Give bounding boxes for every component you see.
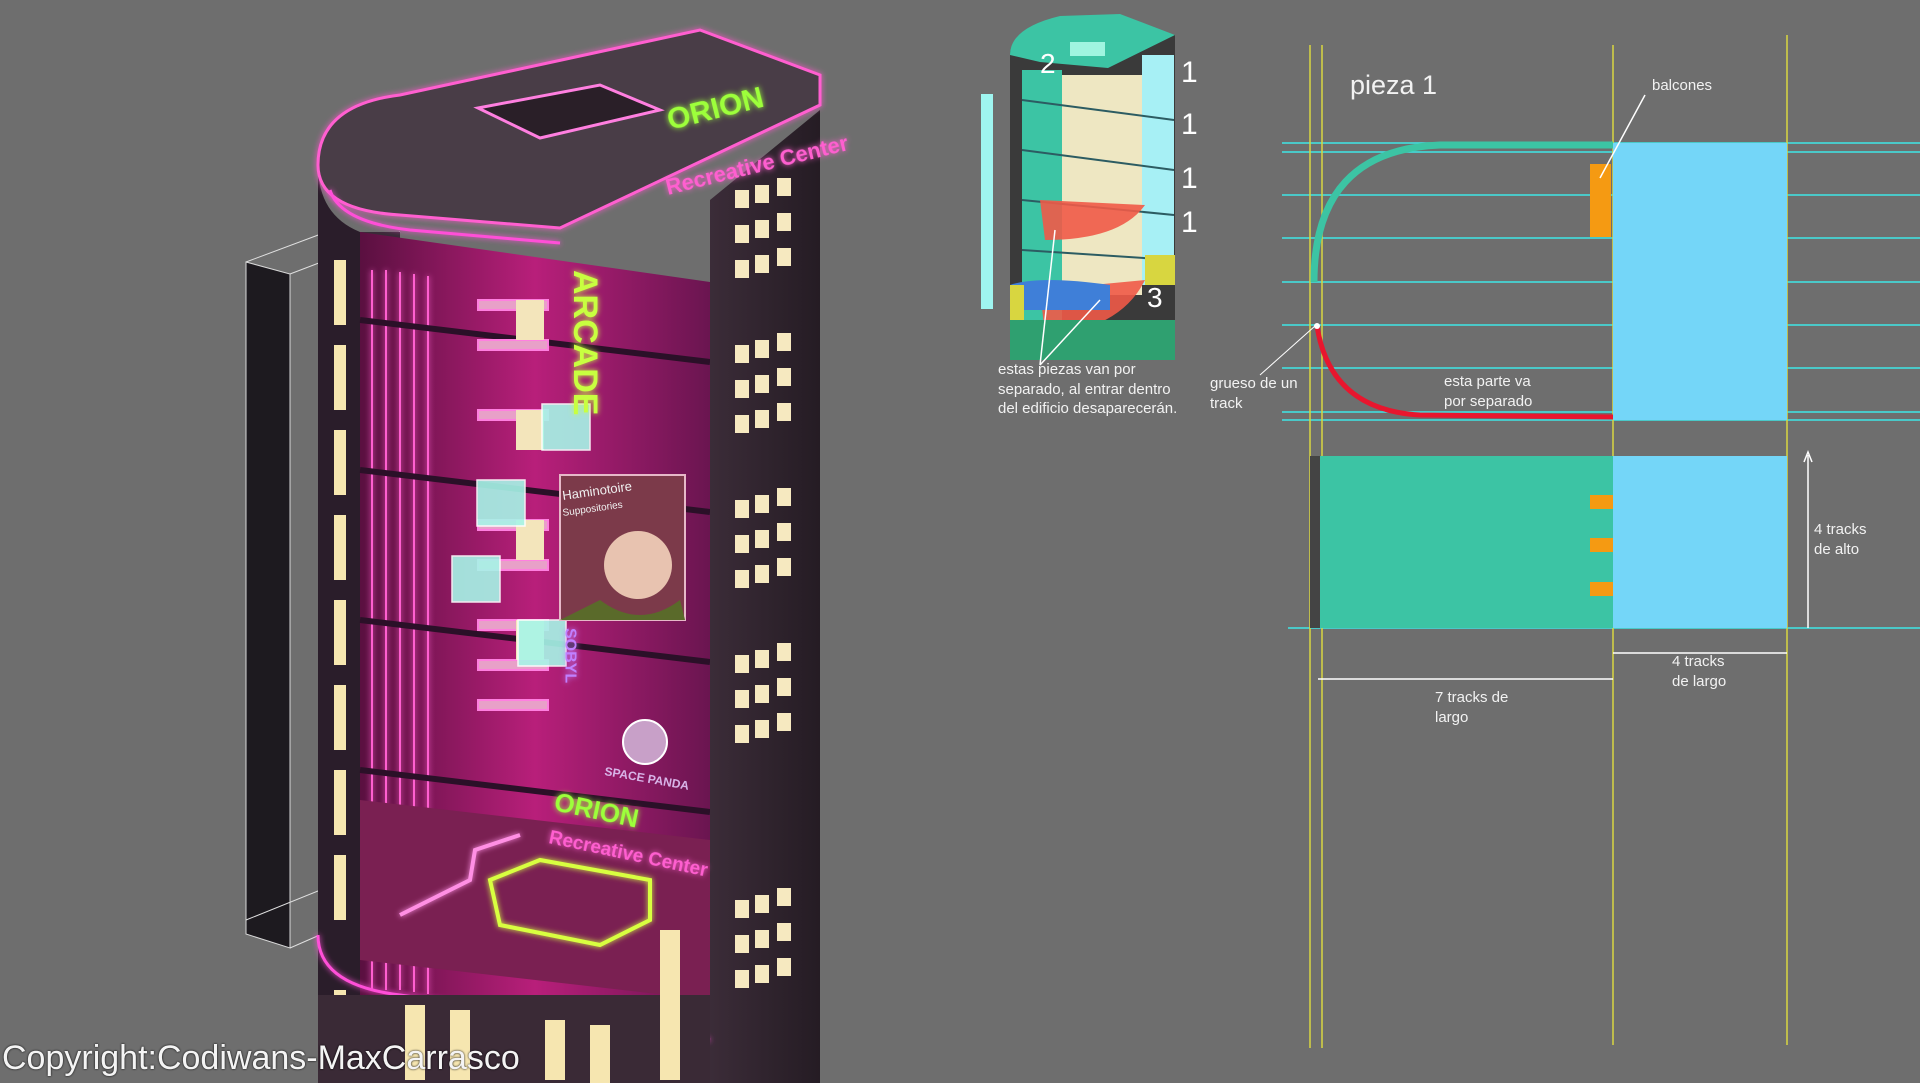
right-width-line: de largo — [1672, 672, 1727, 690]
pieces-base — [1010, 320, 1175, 360]
sign-arcade: ARCADE — [566, 270, 604, 415]
balconies-label: balcones — [1652, 77, 1713, 94]
separate-part-line: por separado — [1444, 392, 1533, 410]
thickness-label: grueso de un track — [1210, 374, 1298, 413]
piece-number-1a: 1 — [1181, 56, 1198, 89]
left-width-line: 7 tracks de — [1435, 689, 1509, 706]
pieces-yellow-segment — [1145, 255, 1175, 285]
height-label-line: de alto — [1814, 540, 1860, 558]
thickness-label-line: track — [1210, 394, 1243, 412]
lobby-track-loop — [487, 857, 652, 948]
pieces-top — [1010, 14, 1175, 68]
separated-strip — [981, 94, 993, 309]
balcony-marker — [1590, 538, 1613, 552]
piece-number-1d: 1 — [1181, 206, 1198, 239]
lower-curve — [316, 934, 711, 1042]
sign-vertical: SOBYL — [562, 628, 579, 683]
copyright-text: Copyright:Codiwans-MaxCarrasco — [2, 1039, 520, 1077]
separated-panel — [245, 261, 291, 949]
pieces-note-line: separado, al entrar dentro — [998, 380, 1171, 398]
piece-number-1c: 1 — [1181, 162, 1198, 195]
balcony-marker — [1590, 495, 1613, 509]
roof-skylight — [473, 83, 665, 140]
plan-diagram — [1259, 35, 1920, 1048]
right-width-line: 4 tracks — [1672, 653, 1725, 670]
lower-floor — [318, 995, 710, 1083]
plan-top-blue-block — [1613, 143, 1787, 420]
height-label-line: 4 tracks — [1814, 521, 1867, 538]
floating-cubes — [451, 403, 591, 667]
separate-part-line: esta parte va — [1444, 373, 1531, 390]
pointer-line — [1039, 229, 1056, 366]
plan-bottom-teal-block — [1314, 456, 1613, 628]
pieces-blue-segment — [1010, 280, 1110, 310]
billboard — [559, 474, 686, 621]
balcony-marker — [1590, 582, 1613, 596]
thickness-pointer — [1259, 325, 1316, 376]
lobby-floor — [360, 800, 710, 1000]
pieces-note-line: del edificio desaparecerán. — [998, 400, 1178, 417]
balconies-pointer — [1599, 94, 1646, 179]
piece-number-2: 2 — [1040, 48, 1056, 79]
track-point — [1314, 323, 1320, 329]
plan-bottom-blue-block — [1613, 456, 1787, 628]
tower-side-windows — [735, 178, 791, 988]
lobby-track — [399, 833, 521, 917]
right-width-label: 4 tracks de largo — [1672, 652, 1726, 691]
left-width-line: largo — [1435, 708, 1469, 726]
pieces-yellow-segment — [1010, 285, 1024, 325]
teal-curve — [1310, 141, 1613, 283]
piece-number-1b: 1 — [1181, 108, 1198, 141]
pieces-core — [1062, 75, 1142, 295]
building-illustration — [245, 28, 822, 1083]
pieces-top-slot — [1070, 42, 1105, 56]
balcony-marker — [1590, 164, 1611, 237]
pieces-note: estas piezas van por separado, al entrar… — [998, 360, 1177, 419]
left-width-label: 7 tracks de largo — [1435, 688, 1508, 727]
thickness-label-line: grueso de un — [1210, 375, 1298, 392]
pieces-red-segment — [1040, 200, 1145, 240]
height-label: 4 tracks de alto — [1814, 520, 1867, 559]
red-track-curve — [1314, 325, 1614, 420]
lower-windows — [405, 930, 680, 1083]
plan-bottom-edge — [1310, 456, 1320, 628]
space-panda-logo — [622, 719, 668, 765]
pieces-note-line: estas piezas van por — [998, 361, 1136, 378]
pointer-line — [1039, 299, 1101, 366]
separate-part-label: esta parte va por separado — [1444, 372, 1532, 411]
piece-number-3: 3 — [1147, 282, 1163, 313]
pieces-diagram — [981, 14, 1175, 366]
roof-neon-trim — [328, 189, 561, 245]
plan-title: pieza 1 — [1350, 70, 1438, 100]
height-dimension-arrow — [1803, 449, 1813, 463]
